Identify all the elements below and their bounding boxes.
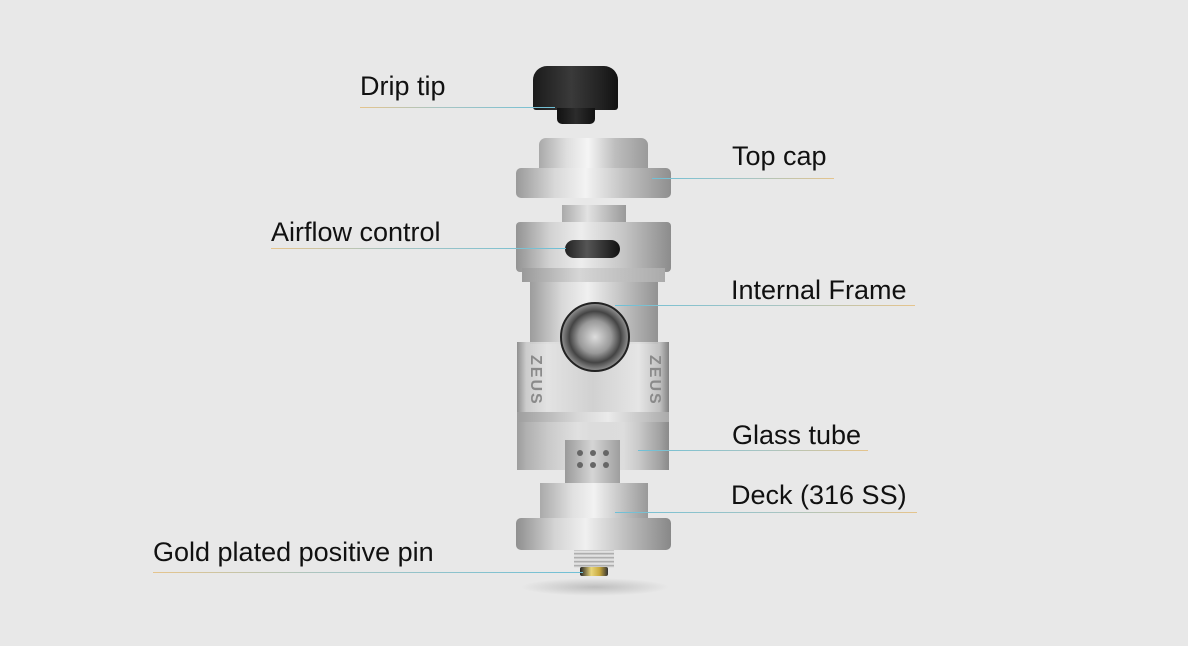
- leader-glass-tube: [638, 450, 868, 451]
- airflow-ring-base: [522, 268, 665, 282]
- airflow-slot: [565, 240, 620, 258]
- zeus-medallion-icon: [560, 302, 630, 372]
- label-positive-pin: Gold plated positive pin: [153, 537, 434, 567]
- leader-top-cap: [652, 178, 834, 179]
- airhole: [577, 462, 583, 468]
- engraving-right: ZEUS: [646, 355, 663, 406]
- 510-thread: [574, 550, 614, 568]
- leader-airflow-control: [271, 248, 566, 249]
- glass-tube-band: [517, 412, 669, 422]
- airhole: [590, 450, 596, 456]
- airhole: [590, 462, 596, 468]
- engraving-left: ZEUS: [527, 355, 544, 406]
- airhole: [603, 462, 609, 468]
- airhole: [603, 450, 609, 456]
- leader-internal-frame: [615, 305, 915, 306]
- label-airflow-control: Airflow control: [271, 217, 441, 247]
- deck-part: [540, 483, 648, 521]
- label-glass-tube: Glass tube: [732, 420, 862, 450]
- top-cap-lower: [516, 168, 671, 198]
- top-cap-upper: [539, 138, 648, 170]
- leader-positive-pin: [153, 572, 583, 573]
- drip-tip-base: [557, 108, 595, 124]
- product-shadow: [520, 578, 670, 596]
- leader-deck: [615, 512, 917, 513]
- deck-base-ring: [516, 518, 671, 550]
- chimney-nub: [562, 205, 626, 227]
- leader-drip-tip: [360, 107, 555, 108]
- label-drip-tip: Drip tip: [360, 71, 446, 101]
- drip-tip-part: [533, 66, 618, 110]
- label-top-cap: Top cap: [732, 141, 827, 171]
- label-internal-frame: Internal Frame: [731, 275, 907, 305]
- airhole: [577, 450, 583, 456]
- positive-pin-part: [580, 567, 608, 576]
- label-deck: Deck (316 SS): [731, 480, 907, 510]
